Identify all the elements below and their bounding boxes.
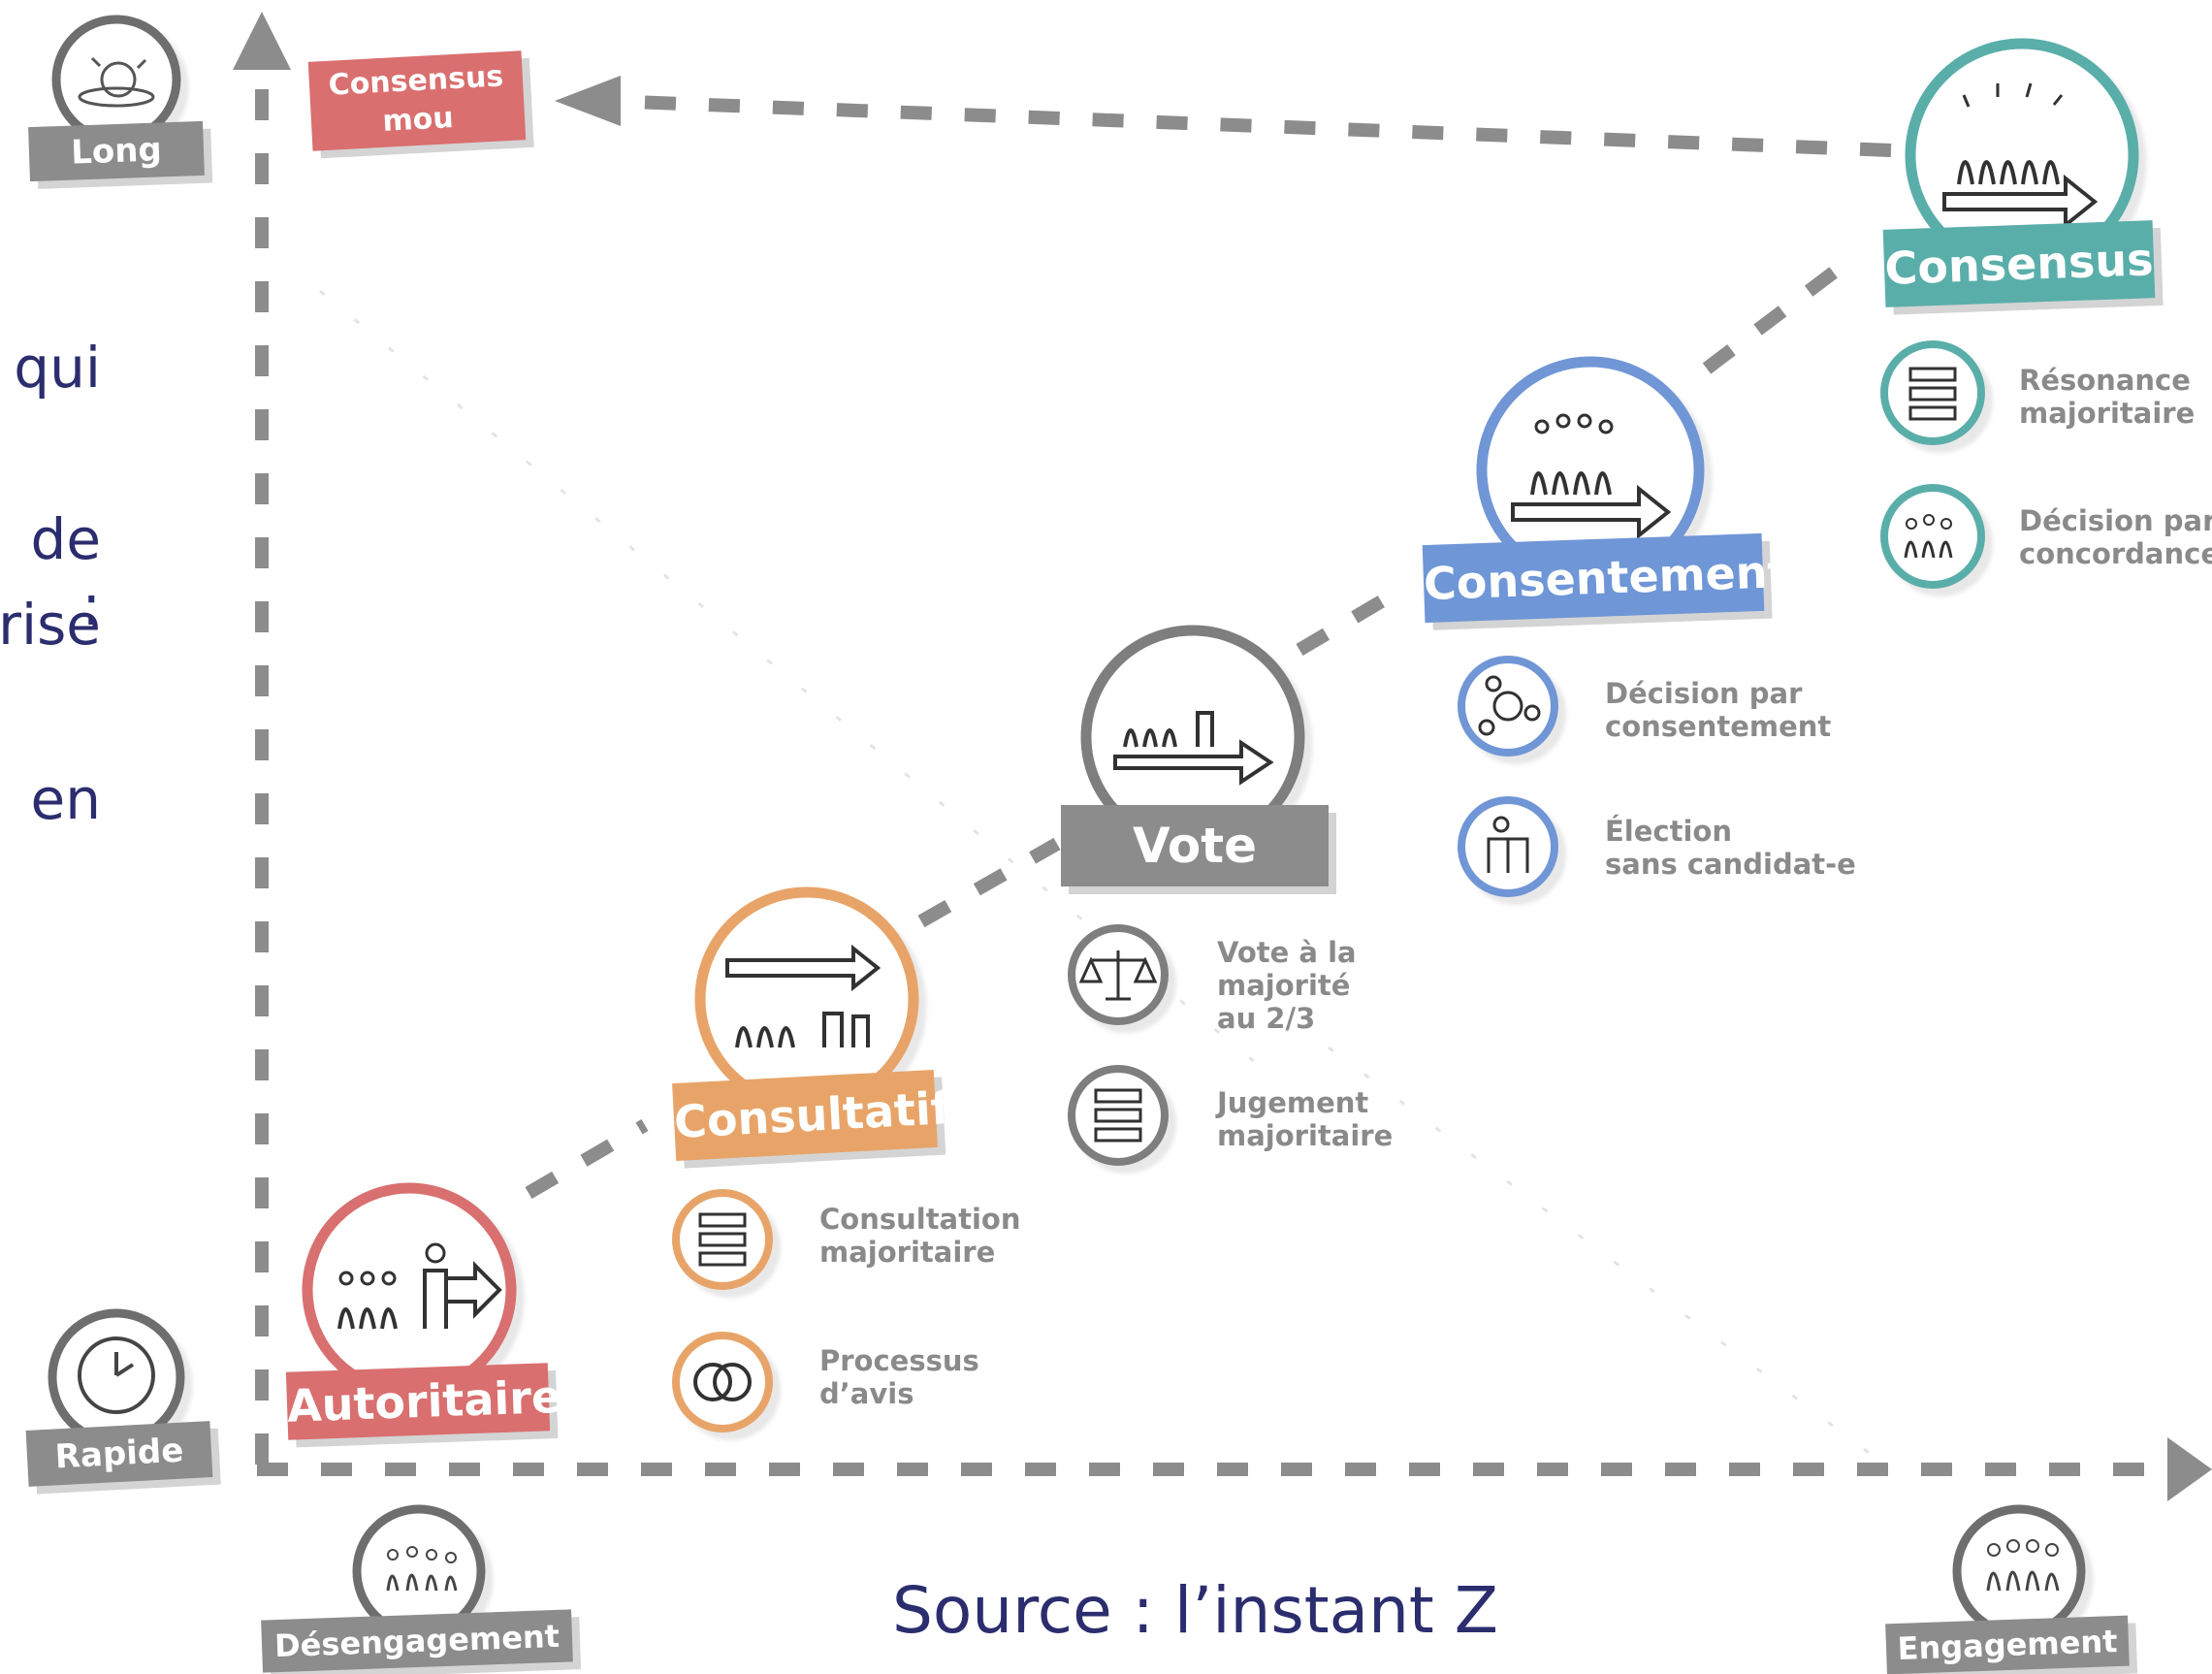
y-axis-arrowhead [233, 12, 291, 70]
people-disengaged-icon [352, 1504, 486, 1638]
left-text-fragment-1: qui [14, 335, 101, 401]
category-label-consultatif: Consultatif [672, 1069, 951, 1162]
person-podium-icon [1458, 796, 1558, 897]
consensus-mou-label: Consensus mou [307, 50, 527, 151]
stacked-bars-icon [672, 1189, 773, 1290]
method-label-vote-majorite: Vote à la majorité au 2/3 [1217, 936, 1357, 1035]
method-label-consultation-majoritaire: Consultation majoritaire [819, 1203, 1021, 1269]
clock-rapide-icon [48, 1308, 185, 1446]
method-label-resonance-majoritaire: Résonance majoritaire [2019, 364, 2196, 430]
consentement-circle [1476, 356, 1705, 585]
method-label-jugement-majoritaire: Jugement majoritaire [1217, 1086, 1394, 1152]
axis-label-engagement: Engagement [1885, 1615, 2130, 1674]
method-label-election-sans-candidat: Élection sans candidat-e [1605, 815, 1856, 881]
people-engaged-icon [1952, 1504, 2086, 1638]
category-label-autoritaire: Autoritaire [285, 1363, 562, 1440]
x-axis-arrowhead [2167, 1437, 2212, 1501]
overlapping-circles-icon [672, 1332, 773, 1433]
hourglass-long-icon [51, 15, 181, 145]
left-text-fragment-3: rise [0, 592, 101, 658]
stacked-bars-icon [1068, 1065, 1169, 1166]
source-caption: Source : l’instant Z [892, 1573, 1498, 1648]
axis-label-desengagement: Désengagement [261, 1609, 573, 1673]
progression-2 [917, 837, 1061, 928]
category-label-consensus: Consensus [1882, 220, 2156, 307]
axis-label-rapide: Rapide [25, 1421, 213, 1487]
left-text-fragment-4: en [30, 766, 101, 832]
scales-icon [1068, 924, 1169, 1025]
category-label-vote: Vote [1061, 805, 1329, 886]
top-arrowhead [555, 76, 621, 126]
top-arrow-line [605, 94, 1892, 157]
category-label-consentement: Consentement [1422, 532, 1789, 624]
method-label-decision-consentement: Décision par consentement [1605, 677, 1832, 743]
group-people-icon [1880, 484, 1985, 589]
progression-3 [1296, 580, 1410, 657]
autoritaire-circle [302, 1182, 517, 1398]
faint-guide-2 [1328, 1046, 1873, 1457]
stacked-bars-icon [1880, 340, 1985, 445]
axis-label-long: Long [28, 120, 205, 182]
method-label-processus-avis: Processus d’avis [819, 1344, 979, 1410]
method-label-decision-concordance: Décision par concordance [2019, 504, 2212, 570]
progression-1 [525, 1118, 649, 1200]
network-icon [1458, 656, 1558, 757]
left-text-fragment-2: de : [30, 506, 102, 638]
progression-4 [1702, 256, 1852, 374]
